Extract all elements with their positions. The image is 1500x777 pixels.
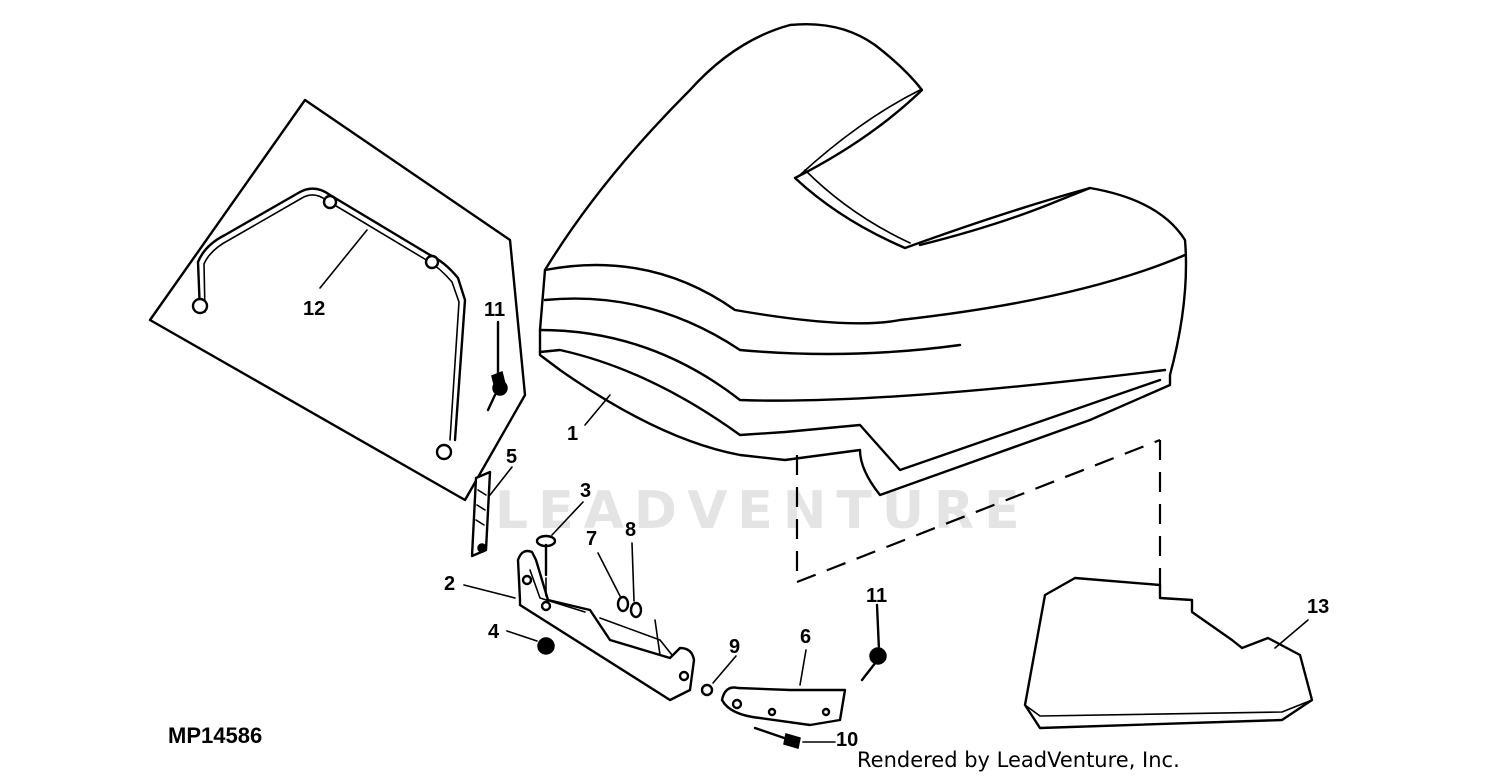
part-11-bolt-lower bbox=[860, 603, 887, 682]
part-10-screw bbox=[753, 726, 801, 749]
part-1-hood bbox=[538, 23, 1188, 497]
part-13-plate bbox=[1023, 576, 1314, 730]
callout-11-upper: 11 bbox=[484, 299, 505, 321]
part-12-rod bbox=[196, 187, 467, 442]
callout-12: 12 bbox=[303, 298, 325, 320]
callout-7: 7 bbox=[586, 528, 597, 550]
part-7-washer bbox=[616, 595, 630, 613]
callout-3: 3 bbox=[580, 480, 591, 502]
callout-6: 6 bbox=[800, 626, 811, 648]
callout-9: 9 bbox=[729, 636, 740, 658]
part-12-inset-panel bbox=[148, 98, 527, 502]
callout-1: 1 bbox=[567, 423, 578, 445]
leader-lines bbox=[319, 229, 1309, 743]
part-5-bracket bbox=[470, 470, 492, 558]
watermark-text: LEADVENTURE bbox=[495, 481, 1030, 541]
callout-13: 13 bbox=[1307, 596, 1329, 618]
part-4-nut bbox=[537, 637, 555, 655]
part-8-washer bbox=[629, 601, 643, 619]
part-6-latch bbox=[720, 686, 847, 727]
part-9-nut bbox=[700, 683, 714, 697]
callout-labels: 1 2 3 4 5 6 7 8 9 10 11 11 12 13 bbox=[303, 298, 1329, 751]
credit-text: Rendered by LeadVenture, Inc. bbox=[857, 748, 1180, 772]
part-3-bolt bbox=[535, 534, 557, 597]
callout-4: 4 bbox=[488, 621, 500, 643]
callout-10: 10 bbox=[836, 729, 858, 751]
callout-11-lower: 11 bbox=[866, 585, 887, 607]
figure-id: MP14586 bbox=[168, 723, 262, 748]
part-2-mount-bracket bbox=[516, 549, 696, 702]
callout-5: 5 bbox=[506, 446, 517, 468]
callout-2: 2 bbox=[444, 573, 455, 595]
part-11-bolt-upper bbox=[486, 320, 508, 412]
callout-8: 8 bbox=[625, 519, 636, 541]
